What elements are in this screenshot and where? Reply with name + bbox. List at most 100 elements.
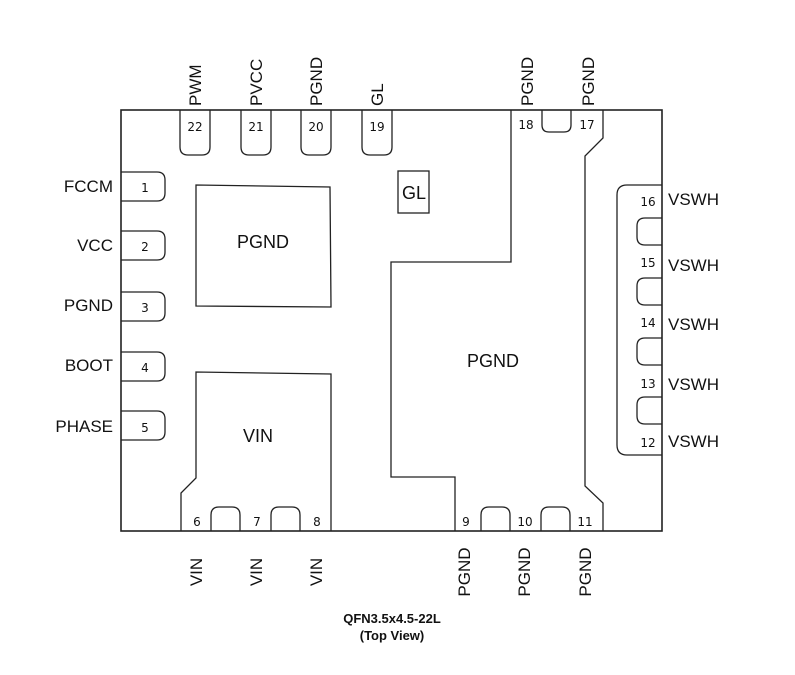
- vin-pad: VIN: [180, 371, 332, 531]
- left-pins: 1 FCCM 2 VCC 3 PGND 4 BOOT 5 PHASE: [55, 171, 166, 441]
- pin-2: 2 VCC: [77, 230, 166, 261]
- pin-11: 11 PGND: [576, 515, 595, 597]
- pin-22-number: 22: [187, 120, 202, 134]
- pin-1-pad: [121, 171, 166, 202]
- top-pins: 22 PWM 21 PVCC 20 PGND 19 GL 18 PGND 17 …: [179, 57, 598, 156]
- pin-6: 6 VIN: [187, 515, 206, 586]
- bottom-pins: 6 VIN 7 VIN 8 VIN 9 PGND 10 PGND 11 PGND: [187, 515, 595, 597]
- pin-12: 12 VSWH: [640, 432, 719, 451]
- vswh-pad-notch-14-13: [636, 337, 662, 366]
- pin-14: 14 VSWH: [640, 315, 719, 334]
- pin-5-name: PHASE: [55, 417, 113, 436]
- pin-21-number: 21: [248, 120, 263, 134]
- pin-9: 9 PGND: [455, 515, 474, 597]
- pin-19-number: 19: [369, 120, 384, 134]
- pin-2-pad: [121, 230, 166, 261]
- pin-1-name: FCCM: [64, 177, 113, 196]
- pin-10: 10 PGND: [515, 515, 534, 597]
- pin-11-number: 11: [577, 515, 592, 529]
- vswh-pad-notch-13-12: [636, 396, 662, 425]
- pin-12-name: VSWH: [668, 432, 719, 451]
- pgnd-pad-bump-10-11: [540, 506, 571, 531]
- pin-11-name: PGND: [576, 547, 595, 596]
- pgnd-pad-large: PGND: [390, 110, 604, 531]
- pin-15-name: VSWH: [668, 256, 719, 275]
- pin-14-name: VSWH: [668, 315, 719, 334]
- vswh-pad-outline: [616, 184, 662, 456]
- pin-19-name: GL: [368, 83, 387, 106]
- pgnd-pad-large-outline: [390, 110, 512, 531]
- pin-9-name: PGND: [455, 547, 474, 596]
- pin-21: 21 PVCC: [240, 59, 272, 156]
- pin-1-number: 1: [141, 181, 149, 195]
- pin-3-pad: [121, 291, 166, 322]
- pgnd-pad-bump-9-10: [480, 506, 511, 531]
- pin-10-number: 10: [517, 515, 532, 529]
- pin-8-number: 8: [313, 515, 321, 529]
- pin-19: 19 GL: [361, 83, 393, 156]
- package-caption-line1: QFN3.5x4.5-22L: [343, 611, 441, 626]
- pin-18-17-notch: [541, 110, 572, 133]
- pin-15-number: 15: [640, 256, 655, 270]
- pgnd-pad-large-right-edge: [584, 110, 604, 531]
- pin-9-number: 9: [462, 515, 470, 529]
- pin-19-pad: [361, 110, 393, 156]
- vswh-pad-notch-15-14: [636, 277, 662, 306]
- vswh-pad: [616, 184, 662, 456]
- pin-18-number: 18: [518, 118, 533, 132]
- pin-7-name: VIN: [247, 558, 266, 586]
- vin-pad-bump-7-8: [270, 506, 301, 531]
- vin-pad-bump-6-7: [210, 506, 241, 531]
- pin-7: 7 VIN: [247, 515, 266, 586]
- pin-3-number: 3: [141, 301, 149, 315]
- pin-20: 20 PGND: [300, 57, 332, 156]
- vin-pad-outline: [180, 371, 332, 531]
- right-pins: 16 VSWH 15 VSWH 14 VSWH 13 VSWH 12 VSWH: [640, 190, 719, 451]
- pin-16: 16 VSWH: [640, 190, 719, 209]
- pin-2-number: 2: [141, 240, 149, 254]
- pin-6-number: 6: [193, 515, 201, 529]
- pin-16-name: VSWH: [668, 190, 719, 209]
- pin-18: 18 PGND: [518, 57, 537, 132]
- pin-7-number: 7: [253, 515, 261, 529]
- pin-20-number: 20: [308, 120, 323, 134]
- pin-21-pad: [240, 110, 272, 156]
- pin-3: 3 PGND: [64, 291, 166, 322]
- pgnd-pad-upper-left-label: PGND: [237, 232, 289, 252]
- pin-5-number: 5: [141, 421, 149, 435]
- pin-1: 1 FCCM: [64, 171, 166, 202]
- vswh-pad-notch-16-15: [636, 217, 662, 246]
- pin-20-pad: [300, 110, 332, 156]
- gl-pad-label: GL: [402, 183, 426, 203]
- gl-pad: GL: [397, 170, 430, 214]
- pin-13: 13 VSWH: [640, 375, 719, 394]
- pin-21-name: PVCC: [247, 59, 266, 106]
- pin-22-pad: [179, 110, 211, 156]
- pin-15: 15 VSWH: [640, 256, 719, 275]
- gl-pad-outline: [397, 170, 430, 214]
- pin-17-number: 17: [579, 118, 594, 132]
- pin-13-number: 13: [640, 377, 655, 391]
- pin-22: 22 PWM: [179, 64, 211, 156]
- pin-6-name: VIN: [187, 558, 206, 586]
- package-caption-line2: (Top View): [360, 628, 425, 643]
- pin-4-name: BOOT: [65, 356, 113, 375]
- pin-12-number: 12: [640, 436, 655, 450]
- pgnd-pad-upper-left-outline: [195, 184, 332, 308]
- pin-8: 8 VIN: [307, 515, 326, 586]
- pin-17: 17 PGND: [579, 57, 598, 132]
- pin-16-number: 16: [640, 195, 655, 209]
- pin-22-name: PWM: [186, 64, 205, 106]
- pin-18-name: PGND: [518, 57, 537, 106]
- pin-5: 5 PHASE: [55, 410, 166, 441]
- pin-13-name: VSWH: [668, 375, 719, 394]
- pin-4: 4 BOOT: [65, 351, 166, 382]
- pin-10-name: PGND: [515, 547, 534, 596]
- pgnd-pad-upper-left: PGND: [195, 184, 332, 308]
- pin-2-name: VCC: [77, 236, 113, 255]
- pin-17-name: PGND: [579, 57, 598, 106]
- pin-3-name: PGND: [64, 296, 113, 315]
- pin-20-name: PGND: [307, 57, 326, 106]
- pin-4-pad: [121, 351, 166, 382]
